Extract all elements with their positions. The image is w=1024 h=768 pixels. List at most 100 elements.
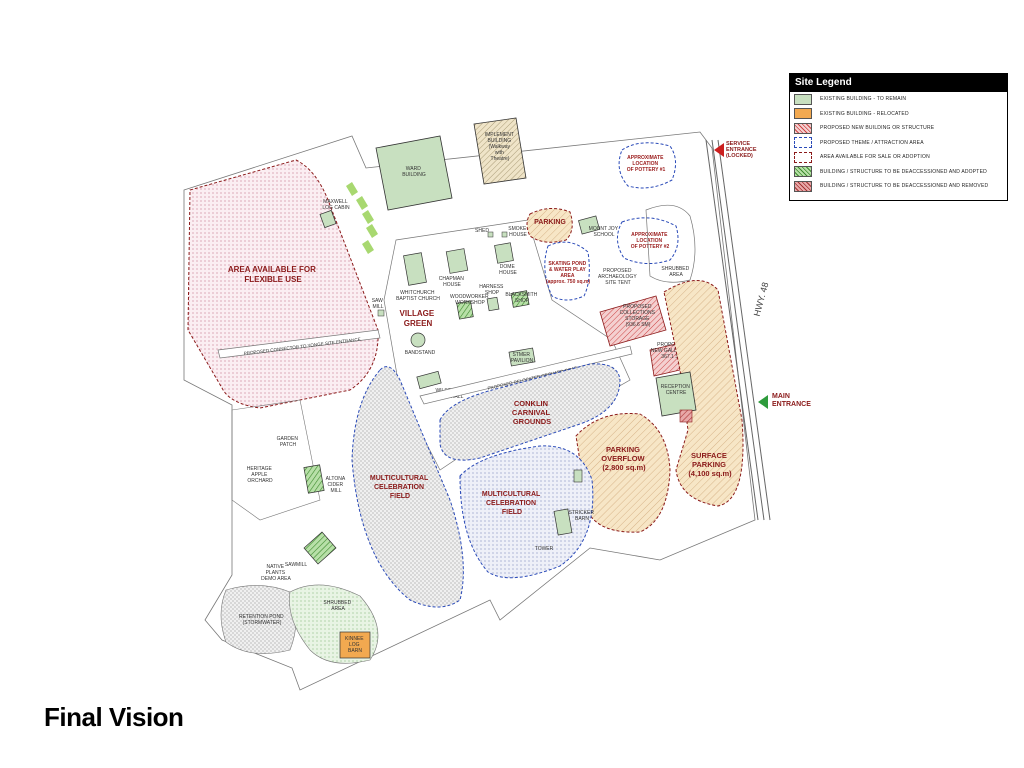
legend-item: EXISTING BUILDING - RELOCATED [790, 107, 1007, 122]
bandstand[interactable] [410, 332, 426, 348]
wilson-variety-hall[interactable] [416, 370, 442, 390]
collections-label: PROPOSED COLLECTIONS STORAGE (936.6 SM) [620, 304, 657, 328]
legend-swatch-sale [794, 151, 812, 163]
native-plants-label: NATIVE PLANTS DEMO AREA [261, 564, 291, 582]
galleries-label: PROPOSED NEW GALLERIES 367.1 SM [651, 342, 693, 360]
legend-swatch-theme [794, 137, 812, 149]
bandstand-label: BANDSTAND [405, 350, 436, 356]
harness-shop[interactable] [486, 296, 500, 312]
site-legend: Site Legend EXISTING BUILDING - TO REMAI… [789, 73, 1008, 201]
legend-item: AREA AVAILABLE FOR SALE OR ADOPTION [790, 150, 1007, 165]
main-entrance-arrow[interactable] [758, 395, 768, 409]
legend-swatch-removed [794, 180, 812, 192]
multicultural-left-label: MULTICULTURAL CELEBRATION FIELD [370, 475, 430, 500]
saw-mill-label: SAW MILL [372, 298, 385, 310]
collections-storage[interactable] [599, 295, 667, 347]
harness-label: HARNESS SHOP [479, 284, 505, 296]
altona-cider-mill[interactable] [303, 464, 325, 494]
pottery1-area[interactable] [618, 142, 676, 189]
maxwell-label: MAXWELL LOG CABIN [322, 199, 350, 211]
multicultural-field-right[interactable] [459, 445, 594, 579]
reception-label: RECEPTION CENTRE [661, 384, 692, 396]
garden-label: GARDEN PATCH [277, 436, 300, 448]
maxwell-log-cabin[interactable] [319, 209, 337, 229]
stmer-pavilion[interactable] [508, 347, 536, 367]
village-buildings [377, 231, 536, 390]
multicultural-right-label: MULTICULTURAL CELEBRATION FIELD [482, 491, 542, 516]
kinnee-log-barn[interactable] [339, 631, 371, 659]
flexible-use-label: AREA AVAILABLE FOR FLEXIBLE USE [228, 265, 318, 284]
surface-parking-label: SURFACE PARKING (4,100 sq.m) [688, 451, 732, 478]
stricker-label: STRICKER BARN [569, 510, 596, 522]
pottery2-label: APPROXIMATE LOCATION OF POTTERY #2 [631, 232, 670, 250]
implement-label: IMPLEMENT BUILDING (Walkway with Theatre… [485, 132, 515, 162]
conklin-carnival[interactable] [439, 363, 621, 461]
sawmill-label: SAWMILL [285, 562, 308, 568]
main-entrance-label: MAIN ENTRANCE [772, 393, 811, 408]
woodworking-shop[interactable] [456, 300, 474, 320]
highway-label: HWY. 48 [752, 281, 771, 317]
service-entrance-arrow[interactable] [714, 143, 724, 157]
stmer-label: STMER PAVILION [511, 352, 534, 364]
shrubbed-area-top [645, 204, 696, 283]
implement-building[interactable] [473, 117, 527, 185]
surface-parking[interactable] [663, 280, 744, 507]
parking-overflow[interactable] [575, 412, 671, 533]
mount-joy-label: MOUNT JOY SCHOOL [589, 226, 620, 238]
shed-label: SHED [475, 228, 489, 234]
chapman-house[interactable] [445, 248, 469, 274]
reception-centre[interactable] [655, 371, 697, 417]
whitchurch-church[interactable] [403, 252, 427, 286]
legend-swatch-proposed [794, 122, 812, 134]
legend-swatch-relocated [794, 108, 812, 120]
blacksmith-shop[interactable] [510, 290, 530, 308]
skating-pond-area[interactable] [544, 241, 590, 301]
saw-mill-small[interactable] [377, 309, 385, 317]
legend-item: BUILDING / STRUCTURE TO BE DEACCESSIONED… [790, 165, 1007, 180]
stricker-barn[interactable] [553, 508, 573, 536]
shed[interactable] [487, 231, 494, 238]
legend-item: EXISTING BUILDING - TO REMAIN [790, 92, 1007, 107]
connector-road [217, 329, 381, 359]
legend-swatch-adopted [794, 166, 812, 178]
dome-house-label: DOME HOUSE [499, 264, 517, 276]
dome-house[interactable] [494, 242, 514, 264]
kinnee-label: KINNEE LOG BARN [345, 636, 365, 654]
mount-joy-school[interactable] [578, 215, 600, 235]
parking-top-label: PARKING [534, 219, 566, 226]
parking-top[interactable] [526, 208, 573, 243]
ward-building[interactable] [375, 135, 453, 211]
trail [346, 182, 378, 254]
altona-label: ALTONA CIDER MILL [326, 476, 347, 494]
pottery1-label: APPROXIMATE LOCATION OF POTTERY #1 [627, 155, 666, 173]
small-green-building[interactable] [573, 469, 583, 483]
ward-label: WARD BUILDING [402, 166, 426, 178]
legend-item: PROPOSED NEW BUILDING OR STRUCTURE [790, 121, 1007, 136]
parking-overflow-label: PARKING OVERFLOW (2,800 sq.m) [601, 445, 646, 472]
shrubbed-top-label: SHRUBBED AREA [661, 266, 690, 278]
conklin-label: CONKLIN CARNIVAL GROUNDS [512, 399, 552, 426]
skating-pond-label: SKATING POND & WATER PLAY AREA (approx. … [546, 261, 591, 285]
shrubbed-bottom-label: SHRUBBED AREA [323, 600, 352, 612]
small-removed-structure[interactable] [679, 409, 693, 423]
legend-swatch-existing [794, 93, 812, 105]
service-entrance-label: SERVICE ENTRANCE (LOCKED) [726, 141, 757, 159]
heritage-orchard-label: HERITAGE APPLE ORCHARD [247, 466, 274, 484]
legend-title: Site Legend [790, 74, 1007, 92]
retention-label: RETENTION POND (STORMWATER) [239, 614, 285, 626]
legend-item: PROPOSED THEME / ATTRACTION AREA [790, 136, 1007, 151]
smoke-house-label: SMOKE HOUSE [508, 226, 527, 238]
legend-item: BUILDING / STRUCTURE TO BE DEACCESSIONED… [790, 179, 1007, 194]
multicultural-field-left[interactable] [351, 366, 464, 608]
chapman-label: CHAPMAN HOUSE [439, 276, 465, 288]
blacksmith-label: BLACKSMITH SHOP [505, 292, 538, 304]
village-green-label: VILLAGE GREEN [400, 309, 437, 328]
west-parcel [231, 399, 321, 521]
sawmill[interactable] [303, 531, 337, 565]
orchard-road [419, 345, 633, 405]
retention-pond[interactable] [220, 585, 297, 654]
smoke-house[interactable] [501, 231, 508, 238]
page-title: Final Vision [44, 702, 184, 732]
whitchurch-label: WHITCHURCH BAPTIST CHURCH [396, 290, 440, 302]
woodworking-label: WOODWORKER WORKSHOP [450, 294, 490, 306]
